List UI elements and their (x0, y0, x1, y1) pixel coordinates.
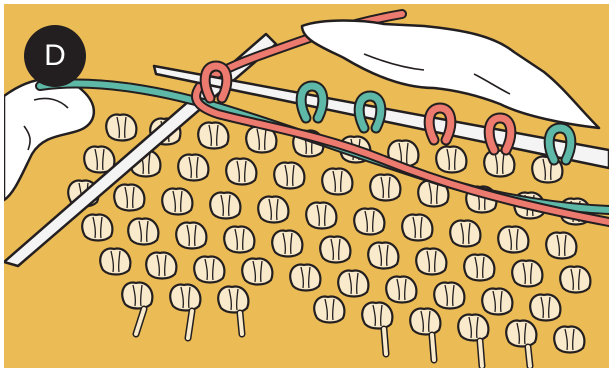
knitting-illustration (4, 4, 609, 368)
illustration-frame: D (4, 4, 609, 368)
step-badge: D (24, 25, 86, 87)
